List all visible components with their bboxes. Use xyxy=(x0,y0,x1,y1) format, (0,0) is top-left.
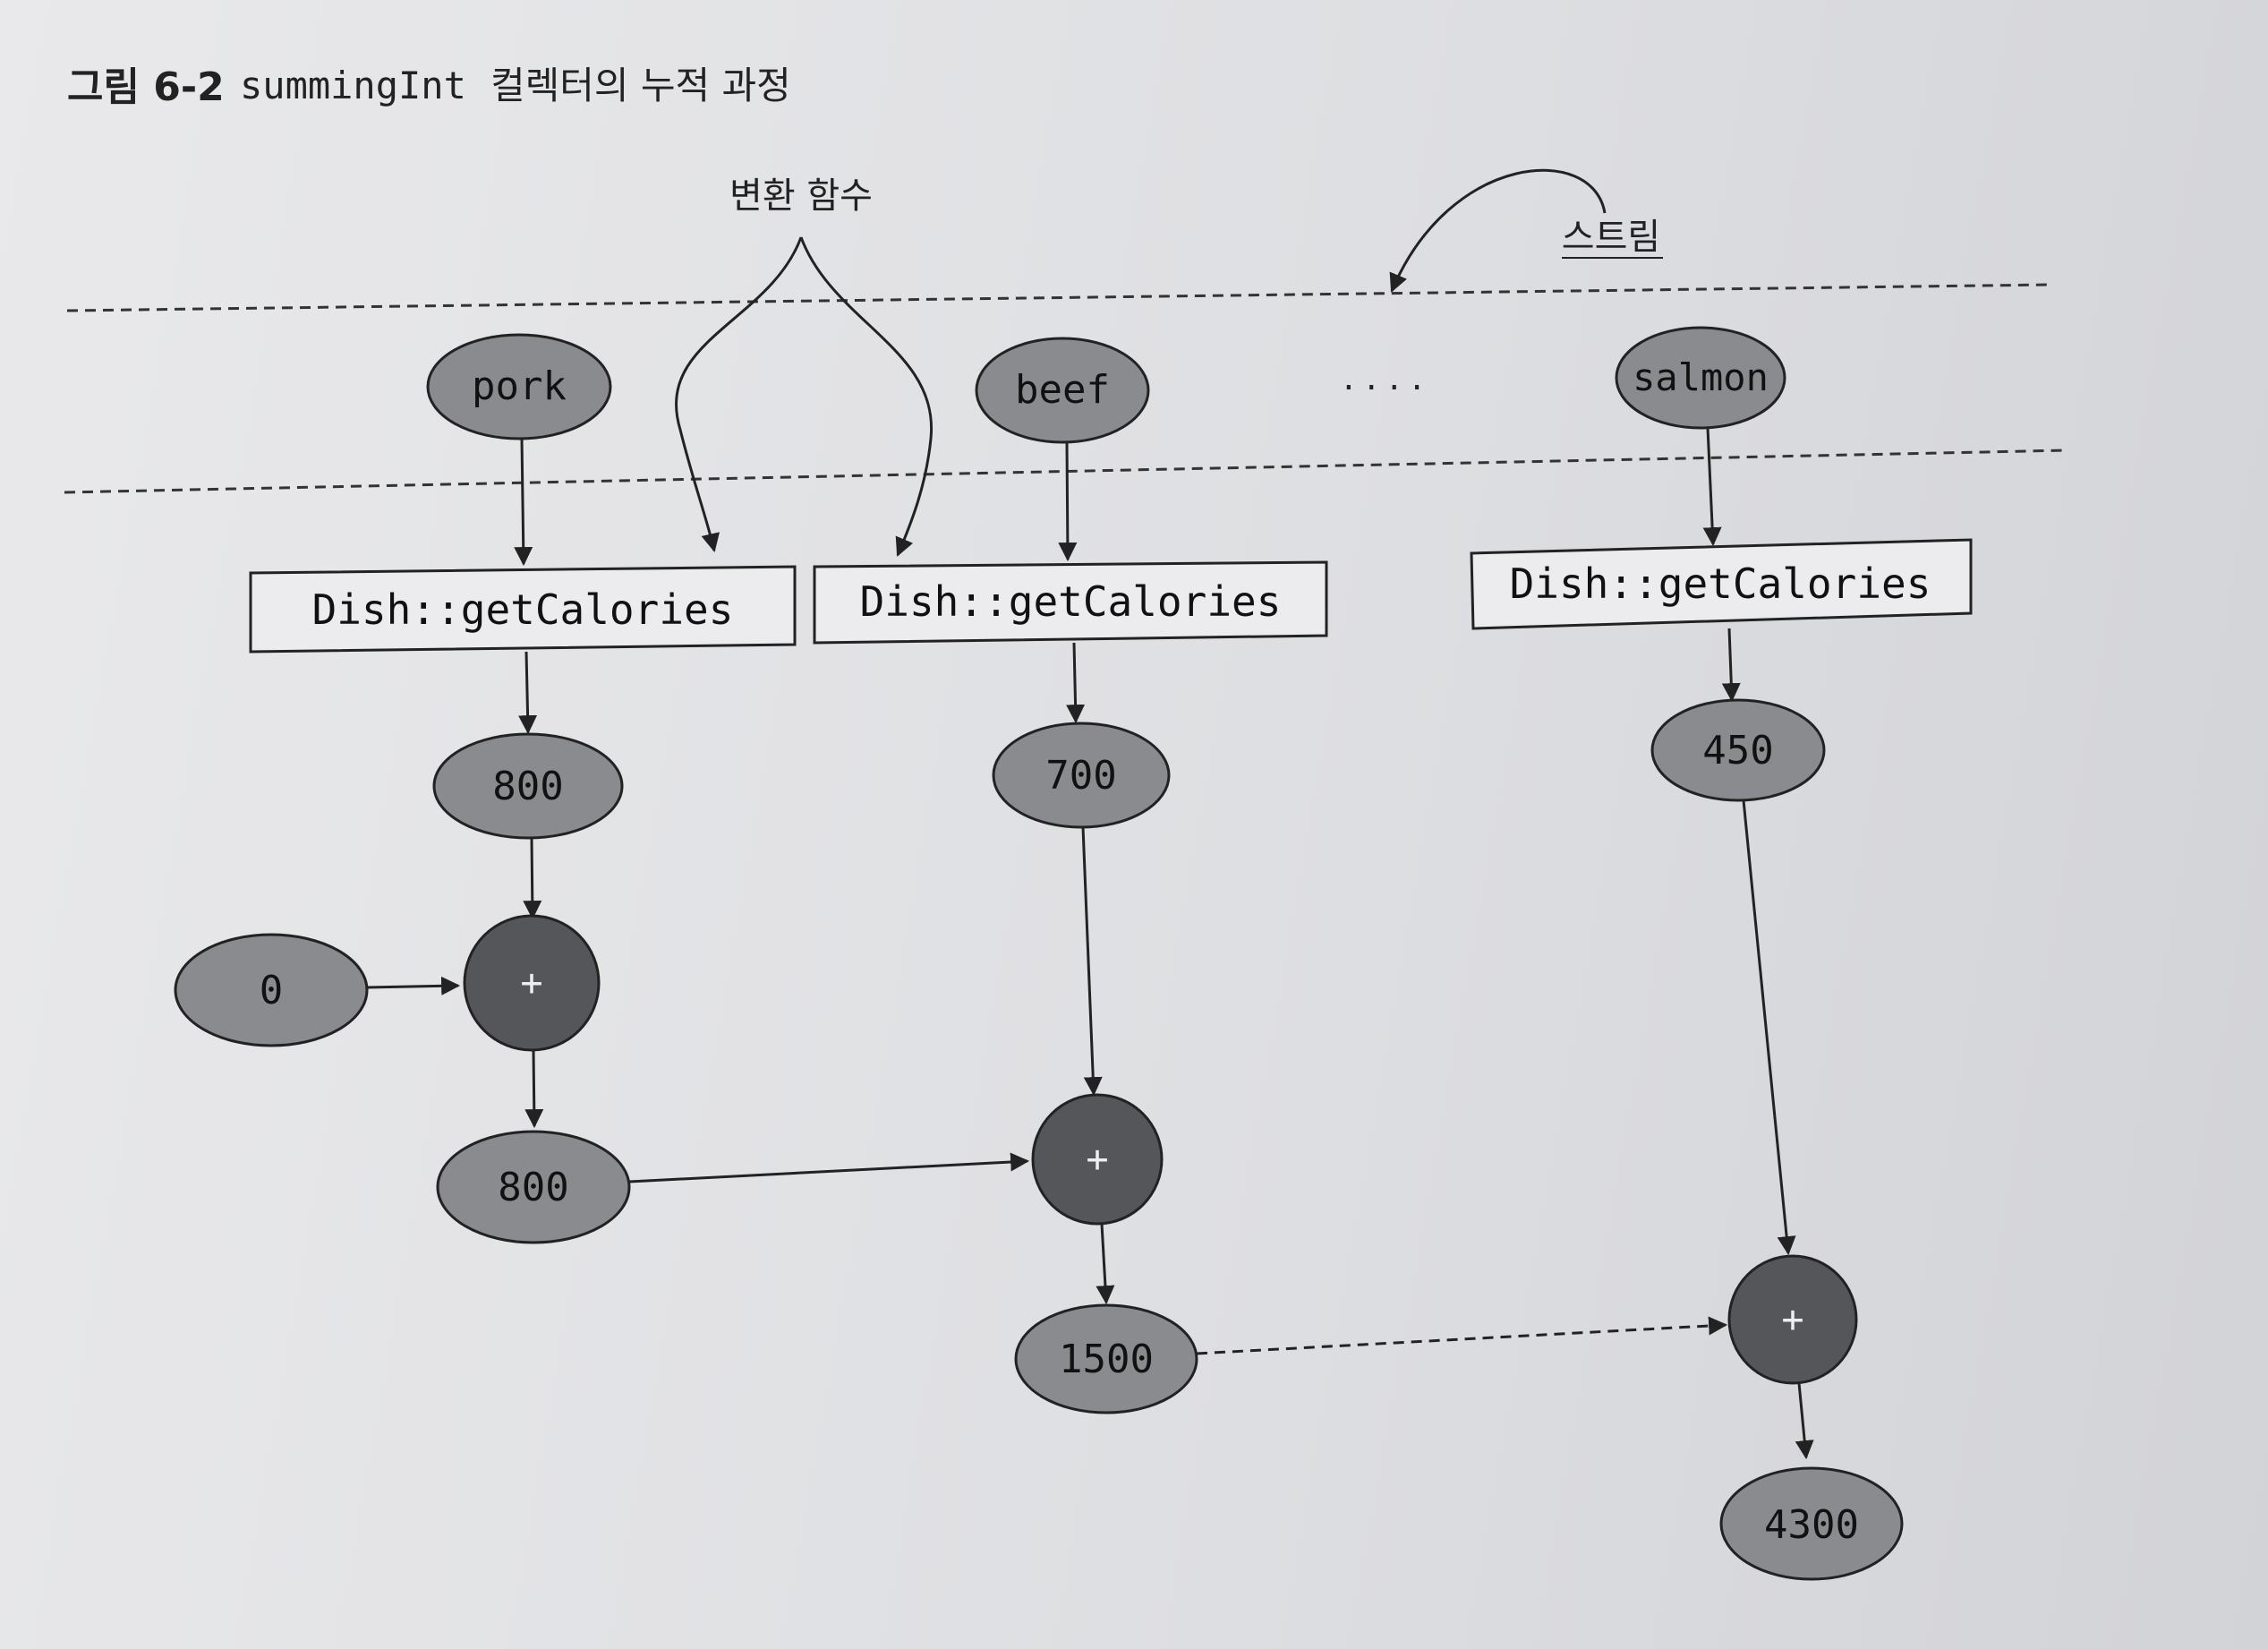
mapped-value-salmon-label: 450 xyxy=(1702,728,1773,773)
partial-sum-3-label: 4300 xyxy=(1764,1502,1859,1548)
stream-item-pork-label: pork xyxy=(472,363,567,409)
plus-node-2 xyxy=(1031,1093,1164,1226)
stream-band-bottom-line xyxy=(64,449,2068,494)
function-box-pork-label: Dish::getCalories xyxy=(312,585,734,634)
plus-node-3 xyxy=(1727,1254,1858,1385)
arrow-beef-to-function xyxy=(1058,441,1078,562)
arrow-plus1-to-sum1 xyxy=(524,1049,544,1129)
arrow-function-salmon-to-value xyxy=(1721,628,1741,703)
function-box-salmon-label: Dish::getCalories xyxy=(1510,560,1931,608)
arrow-mapped-beef-to-plus xyxy=(1081,826,1103,1097)
arrow-salmon-to-function xyxy=(1702,427,1722,547)
initial-value-node xyxy=(174,933,369,1047)
figure-caption-code: summingInt xyxy=(240,64,466,107)
arrow-sum2-to-plus3 xyxy=(1196,1316,1728,1355)
mapped-value-salmon xyxy=(1650,698,1826,802)
arrow-function-beef-to-value xyxy=(1066,642,1086,724)
partial-sum-2 xyxy=(1014,1303,1198,1414)
stream-item-pork xyxy=(426,333,612,440)
arrow-plus3-to-sum3 xyxy=(1795,1382,1814,1460)
stream-band-top-line xyxy=(66,283,2051,312)
stream-item-salmon-label: salmon xyxy=(1633,355,1769,399)
arrow-initial-to-plus xyxy=(366,976,461,995)
initial-value-label: 0 xyxy=(260,968,284,1013)
function-box-salmon xyxy=(1470,538,1973,630)
stream-item-salmon xyxy=(1615,326,1786,430)
arrow-mapped-pork-to-plus xyxy=(523,837,542,920)
plus-node-3-label: + xyxy=(1781,1297,1803,1341)
stream-arrow xyxy=(1389,168,1607,293)
partial-sum-3 xyxy=(1719,1466,1904,1581)
stream-item-beef-label: beef xyxy=(1015,367,1110,413)
arrow-mapped-salmon-to-plus xyxy=(1742,799,1796,1256)
figure-caption-label: 그림 6-2 xyxy=(67,64,225,110)
arrow-pork-to-function xyxy=(514,438,533,567)
stream-item-beef xyxy=(975,337,1150,444)
stream-ellipsis: . . . . xyxy=(1343,357,1422,398)
arrow-sum1-to-plus2 xyxy=(628,1152,1030,1183)
mapped-value-pork xyxy=(432,732,624,840)
partial-sum-2-label: 1500 xyxy=(1059,1337,1154,1382)
figure-caption-text: 컬렉터의 누적 과정 xyxy=(490,64,791,107)
function-box-beef-label: Dish::getCalories xyxy=(860,577,1282,626)
plus-node-1-label: + xyxy=(520,961,542,1004)
arrow-plus2-to-sum2 xyxy=(1096,1223,1115,1305)
transform-arrow-right xyxy=(799,236,934,557)
mapped-value-beef-label: 700 xyxy=(1045,753,1116,799)
partial-sum-1 xyxy=(436,1130,631,1244)
mapped-value-beef xyxy=(992,722,1171,829)
plus-node-1 xyxy=(463,914,601,1052)
transform-arrow-left xyxy=(675,236,803,553)
plus-node-2-label: + xyxy=(1086,1137,1108,1181)
function-box-beef xyxy=(813,560,1328,645)
mapped-value-pork-label: 800 xyxy=(492,764,563,809)
partial-sum-1-label: 800 xyxy=(498,1165,568,1210)
transform-function-label: 변환 함수 xyxy=(729,175,873,217)
arrow-function-pork-to-value xyxy=(518,651,538,735)
function-box-pork xyxy=(249,565,797,654)
stream-label: 스트림 xyxy=(1562,217,1660,258)
